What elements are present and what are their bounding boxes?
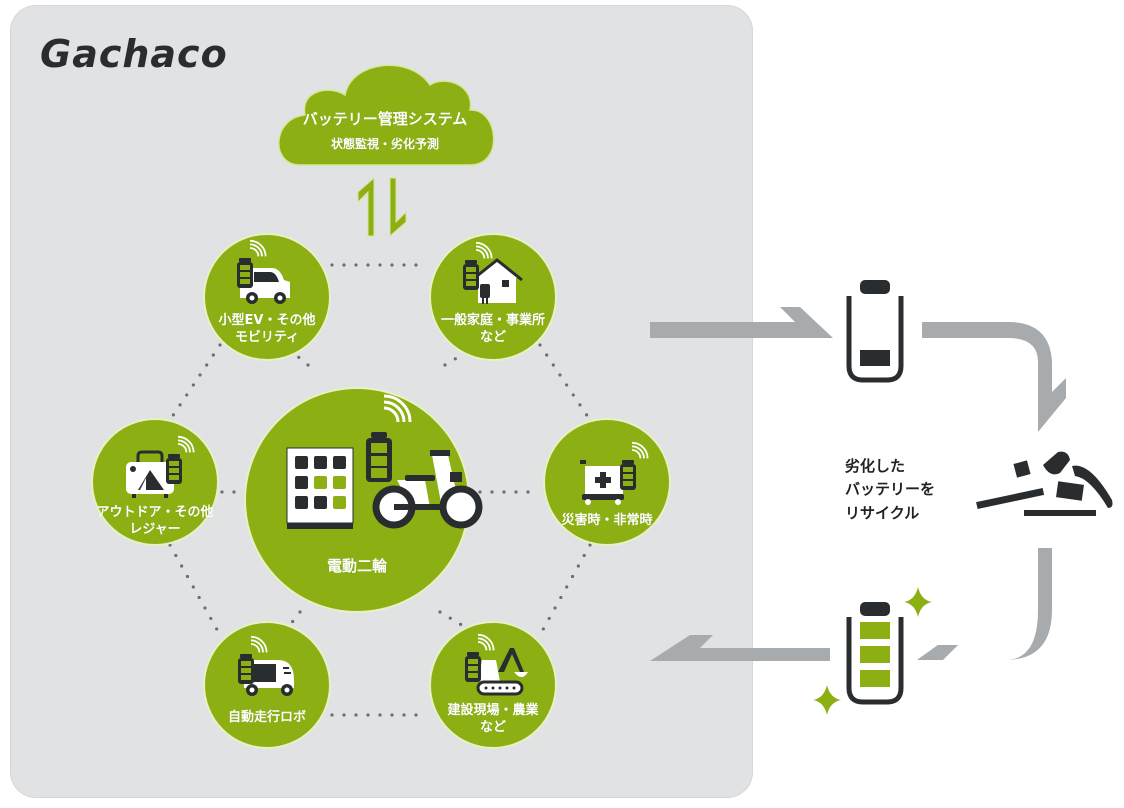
usecase-label-robot: 自動走行ロボ [197,710,337,727]
house-icon [463,241,523,304]
arrow-to-charged-battery [917,548,1052,660]
bidirectional-arrows-icon [357,176,407,238]
label-line1: 小型EV・その他 [218,313,316,328]
usecase-small-ev [203,233,331,361]
cloud-title: バッテリー管理システム [302,110,468,128]
logo-text: Gachaco [40,32,228,76]
recycled-parts-icon [976,451,1113,516]
cloud-icon [278,64,495,166]
usecase-outdoor-leisure [91,418,219,546]
usecase-label-small-ev: 小型EV・その他 モビリティ [197,313,337,347]
depleted-battery-icon [846,280,904,383]
portable-power-tent-icon [126,435,195,498]
arrow-to-depleted-battery [650,307,833,338]
battery-station-icon [286,447,354,529]
label-line1: 建設現場・農業 [447,703,539,718]
usecase-label-home-business: 一般家庭・事業所 など [423,313,563,347]
usecase-home-business [429,233,557,361]
charged-battery-icon [846,602,904,705]
recycle-line2: バッテリーを [845,480,936,499]
label-line2: モビリティ [234,329,300,345]
usecase-label-outdoor: アウトドア・その他 レジャー [85,505,225,539]
recycle-caption: 劣化した バッテリーを リサイクル [845,455,935,525]
usecase-construction-agri [429,621,557,749]
arrow-to-recycle [922,322,1066,432]
label-line2: など [479,329,506,345]
usecase-label-construction: 建設現場・農業 など [423,703,563,737]
cloud-subtitle: 状態監視・劣化予測 [330,137,439,151]
label-line1: 一般家庭・事業所 [440,313,545,328]
gachaco-logo: Gachaco [40,32,228,76]
label-line1: 災害時・非常時 [561,513,653,528]
usecase-robot [203,621,331,749]
medical-cart-icon [580,441,649,505]
label-line1: 自動走行ロボ [227,710,306,725]
arrow-back-to-panel [650,635,830,661]
scooter-icon [372,450,483,529]
small-car-icon [237,239,290,304]
excavator-icon [465,633,528,696]
center-label: 電動二輪 [326,557,387,575]
label-line2: レジャー [129,521,181,537]
sparkle-icon [813,587,932,715]
usecase-label-disaster: 災害時・非常時 [537,513,677,530]
center-battery-icon [366,394,412,482]
usecase-disaster [543,418,671,546]
center-circle [244,387,483,613]
delivery-robot-icon [238,635,294,696]
label-line1: アウトドア・その他 [96,505,214,520]
label-line2: など [479,719,506,735]
recycle-line3: リサイクル [845,503,920,522]
recycle-line1: 劣化した [845,457,906,475]
